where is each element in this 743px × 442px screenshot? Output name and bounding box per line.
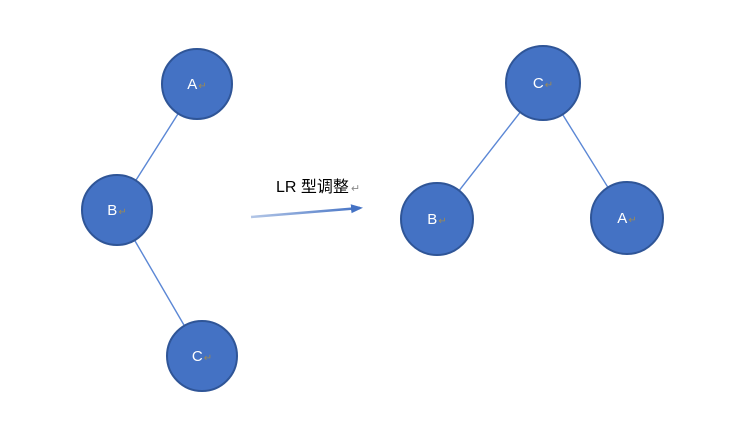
tree-node-after-rotation-c[interactable]: C↵ [505, 45, 581, 121]
node-label: B↵ [427, 211, 446, 228]
node-circle [400, 182, 474, 256]
transform-arrow-layer: LR 型调整↵ [250, 178, 363, 219]
tree-edge-c-a [561, 114, 609, 188]
return-mark-icon: ↵ [351, 182, 360, 195]
node-label: C↵ [533, 75, 553, 92]
node-circle [505, 45, 581, 121]
tree-edges-layer [134, 111, 609, 327]
node-label: B↵ [107, 202, 126, 219]
node-label: C↵ [192, 348, 212, 365]
tree-node-before-rotation-b[interactable]: B↵ [81, 174, 153, 246]
node-circle [161, 48, 233, 120]
tree-edge-a-b [135, 113, 179, 181]
return-mark-icon: ↵ [118, 207, 126, 218]
node-label: A↵ [187, 76, 206, 93]
tree-node-after-rotation-a[interactable]: A↵ [590, 181, 664, 255]
tree-node-after-rotation-b[interactable]: B↵ [400, 182, 474, 256]
return-mark-icon: ↵ [545, 80, 553, 91]
return-mark-icon: ↵ [204, 353, 212, 364]
return-mark-icon: ↵ [628, 215, 636, 226]
tree-node-before-rotation-a[interactable]: A↵ [161, 48, 233, 120]
tree-edge-b-c [134, 239, 185, 327]
transform-arrow-label: LR 型调整↵ [276, 178, 360, 196]
node-circle [590, 181, 664, 255]
tree-edge-c-b [458, 111, 521, 192]
tree-node-before-rotation-c[interactable]: C↵ [166, 320, 238, 392]
tree-nodes-layer: A↵ B↵ C↵ C↵ B↵ A↵ [81, 45, 664, 392]
node-circle [81, 174, 153, 246]
transform-arrow [250, 204, 363, 219]
return-mark-icon: ↵ [198, 81, 206, 92]
node-label: A↵ [617, 210, 636, 227]
node-circle [166, 320, 238, 392]
return-mark-icon: ↵ [438, 216, 446, 227]
